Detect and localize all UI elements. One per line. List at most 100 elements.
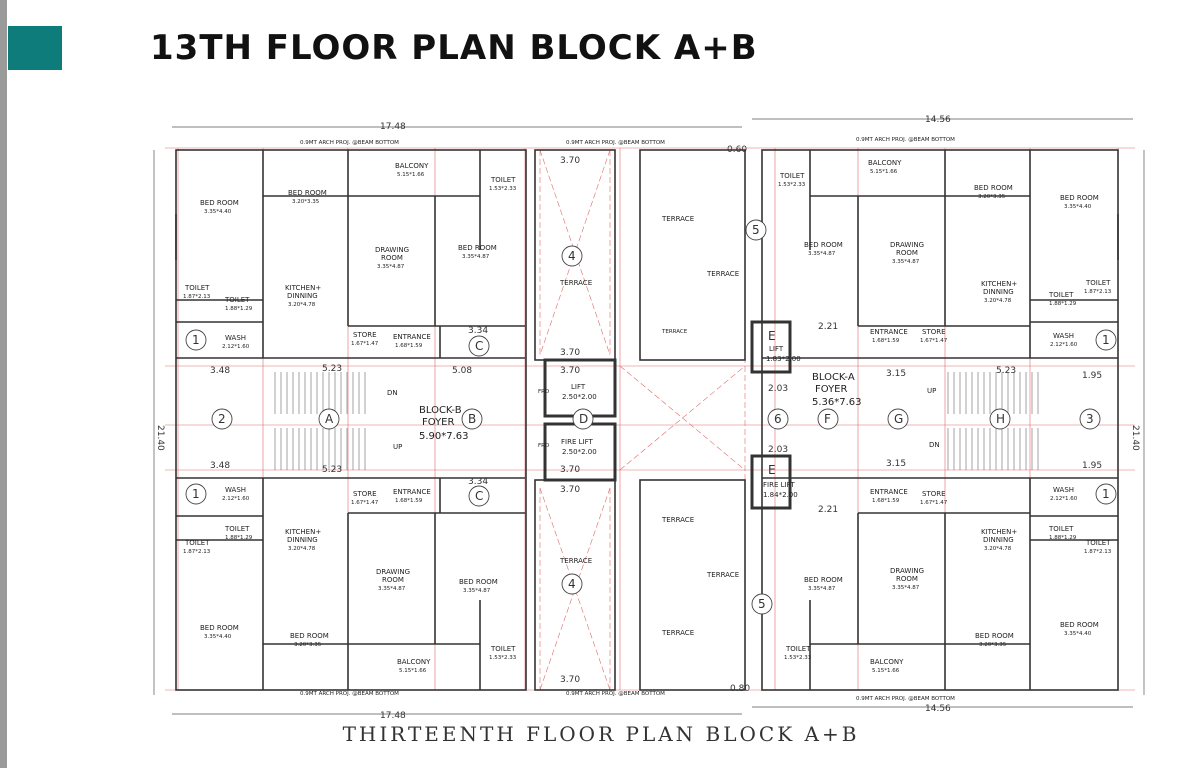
block-a-foyer-size: 5.36*7.63 bbox=[812, 397, 862, 408]
grid-label-3: 3 bbox=[1086, 412, 1094, 426]
room-toilet-b-s-bot: TOILET bbox=[224, 525, 250, 533]
room-size: 3.35*4.87 bbox=[462, 254, 490, 260]
stair-up-b: UP bbox=[393, 443, 402, 451]
room-toilet-a-l-bot: TOILET bbox=[1085, 539, 1111, 547]
dim-left-height: 21.40 bbox=[155, 425, 165, 451]
room-size: 3.20*4.78 bbox=[288, 546, 316, 552]
dim-2-21: 2.21 bbox=[818, 505, 838, 515]
staircases bbox=[274, 372, 1039, 470]
grid-label-b: B bbox=[468, 412, 476, 426]
room-size: 2.12*1.60 bbox=[222, 344, 250, 350]
arch-note-top-right: 0.9MT ARCH PROJ. @BEAM BOTTOM bbox=[856, 137, 955, 143]
walls bbox=[175, 149, 1119, 691]
terrace-inner-top: TERRACE bbox=[559, 279, 592, 287]
room-entrance-a-top: ENTRANCE bbox=[870, 328, 908, 336]
room-size: 3.35*4.40 bbox=[1064, 204, 1092, 210]
dimension-lines bbox=[153, 118, 1145, 715]
room-kitchen-b-top-2: DINNING bbox=[287, 292, 318, 300]
grid-label-5: 5 bbox=[758, 597, 766, 611]
grid-label-a: A bbox=[325, 412, 334, 426]
room-size: 2.12*1.60 bbox=[1050, 342, 1078, 348]
grid-label-d: D bbox=[579, 412, 588, 426]
stair-dn-b: DN bbox=[387, 389, 398, 397]
dim-1-95: 1.95 bbox=[1082, 371, 1102, 381]
room-toilet-b-l: TOILET bbox=[184, 284, 210, 292]
grid-label-1: 1 bbox=[192, 333, 200, 347]
dim-top-left: 17.48 bbox=[380, 122, 406, 132]
block-b-foyer-2: FOYER bbox=[422, 417, 455, 428]
grid-label-4: 4 bbox=[568, 249, 576, 263]
room-size: 1.68*1.59 bbox=[395, 498, 423, 504]
grid-bubble-labels: 1 1 2 A B C C 4 4 D 5 5 6 F G H 3 1 1 E … bbox=[192, 223, 1110, 611]
stair-up-a: UP bbox=[927, 387, 936, 395]
room-size: 1.68*1.59 bbox=[395, 343, 423, 349]
room-bedroom-a-se: BED ROOM bbox=[1060, 621, 1099, 629]
room-size: 2.12*1.60 bbox=[222, 496, 250, 502]
room-toilet-b-l-bot: TOILET bbox=[184, 539, 210, 547]
arch-note-top-center: 0.9MT ARCH PROJ. @BEAM BOTTOM bbox=[566, 140, 665, 146]
lift-b: LIFT bbox=[571, 383, 586, 391]
grid-label-c: C bbox=[475, 339, 483, 353]
terrace-bot-b: TERRACE bbox=[706, 571, 739, 579]
room-size: 3.20*3.35 bbox=[294, 642, 322, 648]
grid-lines bbox=[165, 147, 1135, 691]
room-size: 5.15*1.66 bbox=[872, 668, 900, 674]
room-size: 1.53*2.33 bbox=[489, 655, 517, 661]
room-size: 3.35*4.87 bbox=[892, 259, 920, 265]
dim-bottom-right: 14.56 bbox=[925, 704, 951, 714]
block-b-labels: BALCONY 5.15*1.66 TOILET 1.53*2.33 BED R… bbox=[183, 162, 517, 674]
room-balcony-a-bot: BALCONY bbox=[870, 658, 904, 666]
dim-3-15: 3.15 bbox=[886, 369, 906, 379]
room-size: 5.15*1.66 bbox=[397, 172, 425, 178]
dim-2-21: 2.21 bbox=[818, 322, 838, 332]
fire-lift-a: FIRE LIFT bbox=[763, 481, 795, 489]
dim-bottom-left: 17.48 bbox=[380, 711, 406, 721]
stair-dn-a: DN bbox=[929, 441, 940, 449]
terrace-inner-bot: TERRACE bbox=[559, 557, 592, 565]
room-wash-b-bot: WASH bbox=[225, 486, 246, 494]
dim-3-70: 3.70 bbox=[560, 156, 580, 166]
room-size: 3.35*4.87 bbox=[378, 586, 406, 592]
room-size: 3.35*4.87 bbox=[808, 251, 836, 257]
inner-dimensions: 3.70 3.70 3.70 3.70 3.70 3.70 3.34 3.34 … bbox=[210, 156, 1102, 685]
room-store-a-bot: STORE bbox=[922, 490, 946, 498]
room-size: 1.67*1.47 bbox=[920, 338, 948, 344]
left-margin-rule bbox=[0, 0, 7, 768]
dim-3-70: 3.70 bbox=[560, 465, 580, 475]
room-size: 3.35*4.40 bbox=[204, 209, 232, 215]
room-toilet-a-l: TOILET bbox=[1085, 279, 1111, 287]
dim-lift-gap-bottom: 0.80 bbox=[730, 684, 750, 694]
terrace-top-a: TERRACE bbox=[661, 215, 694, 223]
dim-3-34: 3.34 bbox=[468, 477, 488, 487]
room-store-a-top: STORE bbox=[922, 328, 946, 336]
lift-a-size: 1.83*2.00 bbox=[766, 355, 801, 363]
room-toilet-a-s-bot: TOILET bbox=[1048, 525, 1074, 533]
room-size: 1.67*1.47 bbox=[351, 341, 379, 347]
dim-5-23: 5.23 bbox=[322, 364, 342, 374]
room-size: 1.87*2.13 bbox=[183, 294, 211, 300]
dim-5-23: 5.23 bbox=[322, 465, 342, 475]
lift-b-size: 2.50*2.00 bbox=[562, 393, 597, 401]
room-size: 1.87*2.13 bbox=[1084, 549, 1112, 555]
room-bedroom-a-nw: BED ROOM bbox=[804, 241, 843, 249]
room-size: 3.35*4.87 bbox=[463, 588, 491, 594]
room-drawing-b-bot-2: ROOM bbox=[382, 576, 404, 584]
fire-lift-b-size: 2.50*2.00 bbox=[562, 448, 597, 456]
block-a-foyer: BLOCK-A bbox=[812, 372, 855, 383]
room-drawing-b-top-2: ROOM bbox=[381, 254, 403, 262]
room-size: 1.87*2.13 bbox=[1084, 289, 1112, 295]
room-size: 1.53*2.33 bbox=[778, 182, 806, 188]
room-drawing-a-bot-2: ROOM bbox=[896, 575, 918, 583]
room-kitchen-a-top-2: DINNING bbox=[983, 288, 1014, 296]
terrace-top-b: TERRACE bbox=[706, 270, 739, 278]
room-toilet-b-bot: TOILET bbox=[490, 645, 516, 653]
center-labels: TERRACE TERRACE TERRACE TERRACE TERRACE … bbox=[538, 215, 739, 637]
grid-label-1: 1 bbox=[192, 487, 200, 501]
terrace-bot-a: TERRACE bbox=[661, 516, 694, 524]
room-balcony-a-top: BALCONY bbox=[868, 159, 902, 167]
room-entrance-b-bot: ENTRANCE bbox=[393, 488, 431, 496]
room-size: 1.68*1.59 bbox=[872, 498, 900, 504]
room-size: 1.67*1.47 bbox=[351, 500, 379, 506]
dim-3-15: 3.15 bbox=[886, 459, 906, 469]
